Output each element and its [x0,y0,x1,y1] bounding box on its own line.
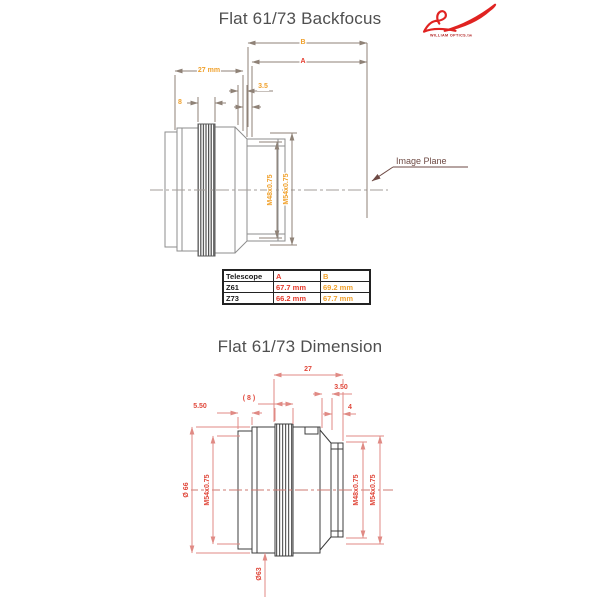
cell-telescope: Z61 [222,281,274,293]
dim-label-A: A [299,58,307,66]
header-b: B [320,269,371,282]
backfocus-table: Telescope A B Z61 67.7 mm 69.2 mm Z73 66… [222,269,371,305]
header-telescope: Telescope [222,269,274,282]
dim-label-m54-right: M54x0.75 [370,473,378,507]
table-row: Z61 67.7 mm 69.2 mm [222,281,371,293]
table-row: Z73 66.2 mm 67.7 mm [222,292,371,305]
brand-text: WILLIAM OPTICS.tw [430,34,473,38]
dim-label-m48-top: M48x0.75 [267,173,275,207]
cell-telescope: Z73 [222,292,274,305]
top-diagram-title: Flat 61/73 Backfocus [218,9,382,28]
dim-label-dia66: Ø 66 [183,481,191,499]
dim-label-B: B [299,39,307,47]
cell-a: 67.7 mm [273,281,321,293]
dim-label-3-5: 3.5 [257,83,269,91]
william-optics-logo-icon [422,3,497,33]
dim-label-27: 27 [303,366,313,374]
dim-label-4: 4 [347,404,353,412]
top-dimensions [174,40,368,246]
dim-label-3-50: 3.50 [333,384,349,392]
dim-label-8-paren: ( 8 ) [241,395,257,403]
dim-label-5-50: 5.50 [192,403,208,411]
image-plane-label: Image Plane [396,156,447,166]
dim-label-m48-bottom: M48x0.75 [353,473,361,507]
cell-b: 67.7 mm [320,292,371,305]
bottom-diagram-title: Flat 61/73 Dimension [217,337,383,356]
table-header-row: Telescope A B [222,269,371,282]
cell-a: 66.2 mm [273,292,321,305]
dim-label-dia63: Ø63 [256,566,264,582]
dim-label-m54-top: M54x0.75 [283,172,291,206]
dim-label-m54-left: M54x0.75 [204,473,212,507]
cell-b: 69.2 mm [320,281,371,293]
header-a: A [273,269,321,282]
image-plane-leader [371,166,468,182]
dim-label-8: 8 [177,99,183,107]
dim-label-27mm: 27 mm [196,67,222,75]
